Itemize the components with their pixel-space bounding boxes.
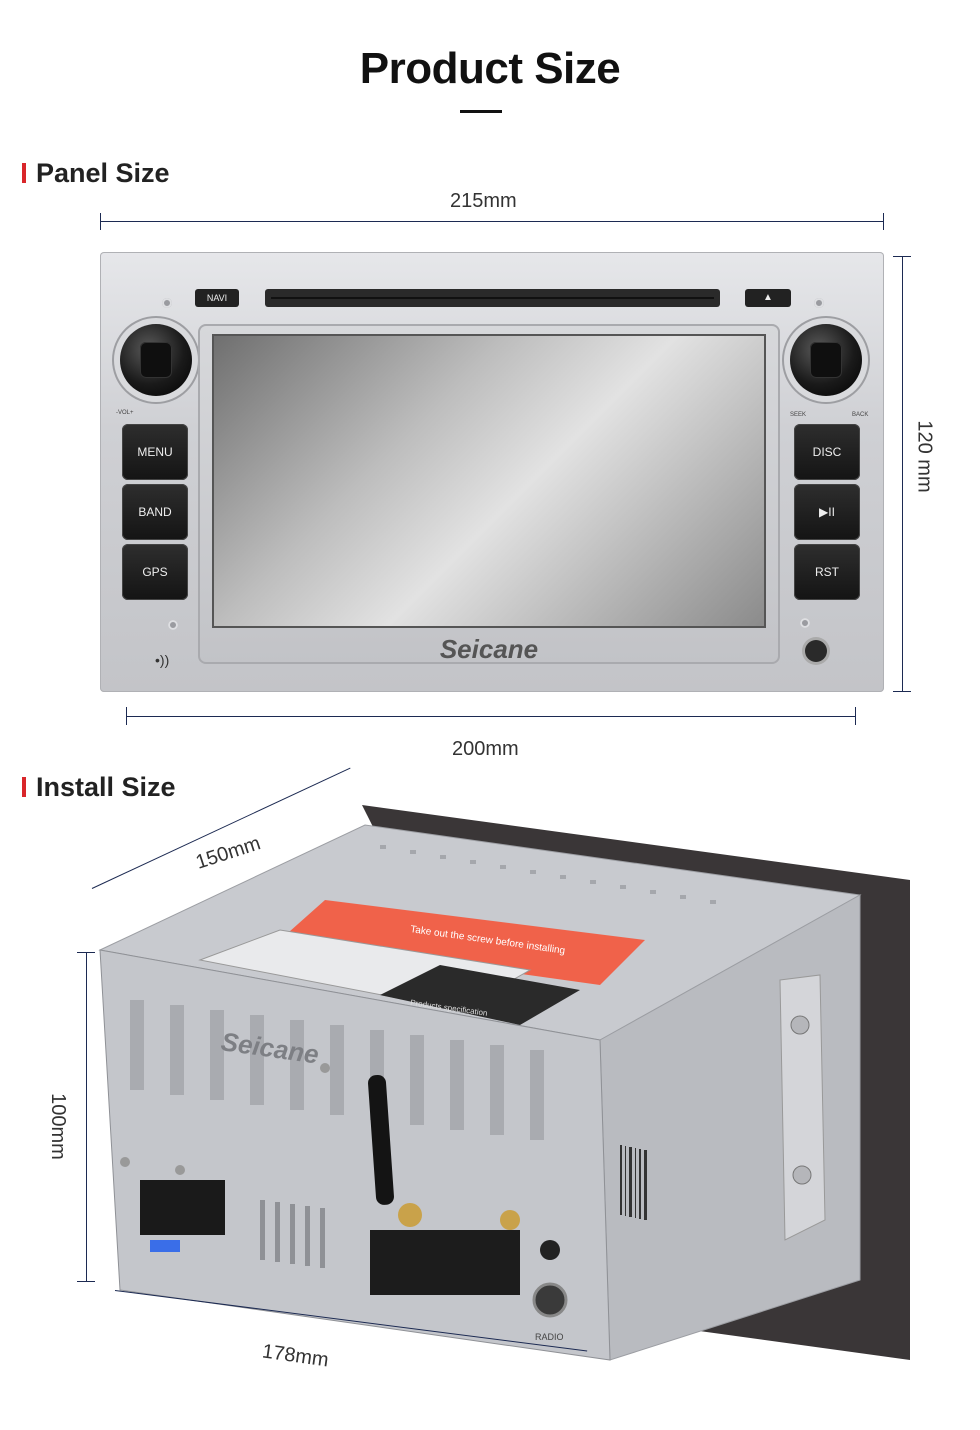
radio-port-label: RADIO — [535, 1332, 564, 1342]
tick — [100, 213, 101, 230]
fuse — [150, 1240, 180, 1252]
radio-connector — [500, 1210, 520, 1230]
brand-logo: Seicane — [439, 634, 539, 664]
heading-accent-bar — [22, 163, 26, 183]
tick — [77, 952, 95, 953]
spec-dark-sticker — [380, 965, 580, 1025]
screw-icon — [120, 1157, 130, 1167]
seek-label: SEEK — [790, 412, 807, 418]
aux-jack — [805, 640, 827, 662]
eject-button[interactable]: ▲ — [745, 289, 791, 307]
back-label: BACK — [852, 412, 869, 418]
knob-cap — [810, 342, 842, 378]
disc-button[interactable]: DISC — [794, 424, 860, 480]
port-hole — [540, 1240, 560, 1260]
panel-height-label: 120 mm — [913, 420, 936, 493]
seek-knob[interactable] — [790, 324, 862, 396]
page-title: Product Size — [359, 44, 621, 93]
panel-width-top-line — [100, 221, 884, 222]
screw-icon — [162, 298, 172, 308]
mic-icon: •)) — [155, 652, 170, 668]
screw-icon — [175, 1165, 185, 1175]
lower-vents — [260, 1200, 325, 1268]
title-underline — [460, 110, 502, 113]
gps-connector — [398, 1203, 422, 1227]
vol-label: -VOL+ — [116, 410, 134, 416]
panel-size-label: Panel Size — [36, 157, 170, 188]
tick — [855, 707, 856, 725]
front-panel: NAVI ▲ -VOL+ SEEK BACK MENU BAND GPS DIS… — [100, 252, 884, 692]
volume-knob[interactable] — [120, 324, 192, 396]
barcode — [620, 1145, 647, 1220]
navi-button[interactable]: NAVI — [195, 289, 239, 307]
main-harness-connector — [140, 1180, 225, 1235]
panel-width-bottom-label: 200mm — [452, 738, 519, 760]
install-size-label: Install Size — [36, 771, 176, 802]
screw-icon — [814, 298, 824, 308]
screen-bezel: Seicane — [198, 324, 780, 664]
disc-slot — [265, 289, 720, 307]
gps-button[interactable]: GPS — [122, 544, 188, 600]
heading-accent-bar — [22, 777, 26, 797]
install-size-heading: Install Size — [22, 772, 176, 802]
display-screen[interactable] — [212, 334, 766, 628]
screw-icon — [800, 618, 810, 628]
bracket-screw-icon — [792, 1165, 812, 1185]
panel-size-heading: Panel Size — [22, 158, 170, 188]
tick — [893, 691, 911, 692]
knob-cap — [140, 342, 172, 378]
menu-button[interactable]: MENU — [122, 424, 188, 480]
panel-height-line — [902, 256, 903, 692]
panel-width-top-label: 215mm — [450, 190, 517, 212]
tick — [126, 707, 127, 725]
screw-icon — [320, 1063, 330, 1073]
play-pause-button[interactable]: ▶II — [794, 484, 860, 540]
antenna — [368, 1074, 394, 1205]
bracket-screw-icon — [790, 1015, 810, 1035]
radio-antenna-port — [532, 1282, 568, 1318]
top-vent-holes — [380, 845, 716, 904]
band-button[interactable]: BAND — [122, 484, 188, 540]
install-unit-illustration: Take out the screw before installing Pro… — [98, 805, 910, 1361]
unit-height-line — [86, 952, 87, 1282]
multi-pin-connector — [370, 1230, 520, 1295]
warning-sticker — [280, 900, 645, 985]
rst-button[interactable]: RST — [794, 544, 860, 600]
tick — [893, 256, 911, 257]
panel-width-bottom-line — [126, 716, 856, 717]
mounting-bracket — [779, 974, 826, 1241]
tick — [883, 213, 884, 230]
unit-height-label: 100mm — [46, 1093, 69, 1160]
screw-icon — [168, 620, 178, 630]
tick — [77, 1281, 95, 1282]
